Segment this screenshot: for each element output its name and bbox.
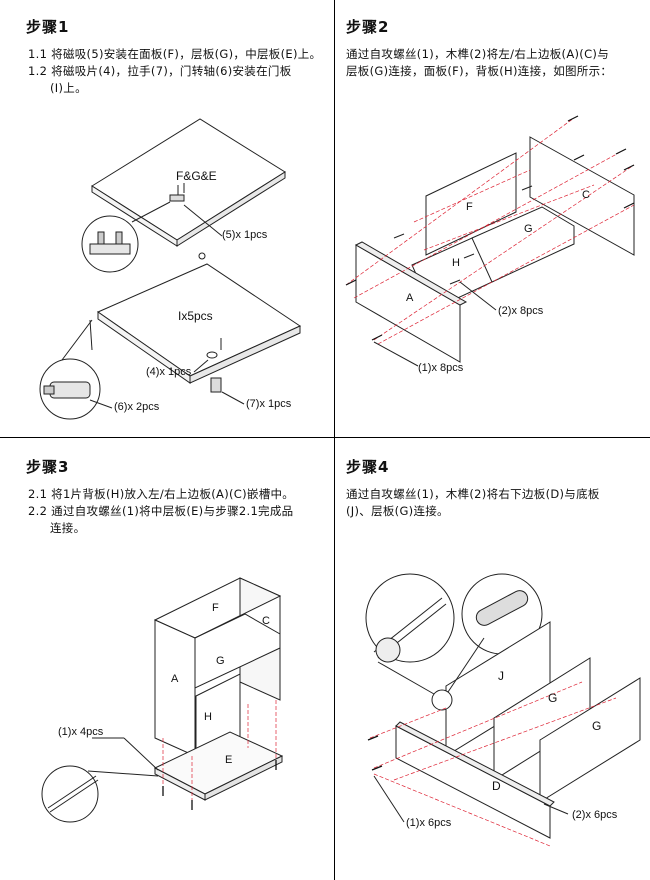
step4-label-screw: (1)x 6pcs [406, 817, 452, 829]
step2-label-f: F [466, 201, 473, 213]
step4-line1: 通过自攻螺丝(1)，木榫(2)将右下边板(D)与底板 [346, 487, 600, 501]
step1-label-plate: (4)x 1pcs [146, 366, 192, 378]
step2-label-c: C [582, 189, 590, 201]
step3-label-h: H [204, 711, 212, 723]
horizontal-divider [0, 437, 650, 438]
step1-title: 步骤1 [26, 18, 70, 36]
step1-label-handle: (7)x 1pcs [246, 398, 292, 410]
step3-label-e: E [225, 754, 232, 766]
step3-label-g: G [216, 655, 225, 667]
step3-label-a: A [171, 673, 179, 685]
step2-label-dowel: (2)x 8pcs [498, 305, 544, 317]
step4-line2: (J)、层板(G)连接。 [346, 504, 449, 518]
step1-diagram: F&G&E (5)x 1pcs Ix5pcs (4)x 1pcs (6)x 2p… [39, 118, 302, 420]
step1-label-magnet: (5)x 1pcs [222, 229, 268, 241]
step2-label-g: G [524, 223, 533, 235]
step1-instructions: 1.1 将磁吸(5)安装在面板(F)，层板(G)，中层板(E)上。 1.2 将磁… [28, 46, 321, 97]
step3-instructions: 2.1 将1片背板(H)放入左/右上边板(A)(C)嵌槽中。 2.2 通过自攻螺… [28, 486, 294, 537]
step4-label-j: J [498, 669, 504, 683]
step4-instructions: 通过自攻螺丝(1)，木榫(2)将右下边板(D)与底板 (J)、层板(G)连接。 [346, 486, 600, 520]
vertical-divider [334, 0, 335, 880]
step1-line2: 1.2 将磁吸片(4)，拉手(7)，门转轴(6)安装在门板 [28, 64, 292, 78]
step1-label-pivot: (6)x 2pcs [114, 401, 160, 413]
step3-line1: 2.1 将1片背板(H)放入左/右上边板(A)(C)嵌槽中。 [28, 487, 295, 501]
step3-line3: 连接。 [50, 521, 86, 535]
step2-line1: 通过自攻螺丝(1)，木榫(2)将左/右上边板(A)(C)与 [346, 47, 609, 61]
step2-label-a: A [406, 292, 414, 304]
step4-title: 步骤4 [346, 458, 390, 476]
step1-line1: 1.1 将磁吸(5)安装在面板(F)，层板(G)，中层板(E)上。 [28, 47, 322, 61]
step3-label-c: C [262, 615, 270, 627]
step2-instructions: 通过自攻螺丝(1)，木榫(2)将左/右上边板(A)(C)与 层板(G)连接，面板… [346, 46, 612, 80]
step2-label-h: H [452, 257, 460, 269]
step1-label-door: Ix5pcs [178, 309, 213, 323]
step4-diagram: J G G D (1)x 6pcs (2)x 6pcs [365, 573, 641, 847]
step3-title: 步骤3 [26, 458, 70, 476]
step2-label-screw: (1)x 8pcs [418, 362, 464, 374]
step4-label-g1: G [548, 691, 557, 705]
step2-title: 步骤2 [346, 18, 390, 36]
step3-line2: 2.2 通过自攻螺丝(1)将中层板(E)与步骤2.1完成品 [28, 504, 294, 518]
step3-label-f: F [212, 602, 219, 614]
step1-line3: (I)上。 [50, 81, 87, 95]
step2-line2: 层板(G)连接，面板(F)，背板(H)连接，如图所示： [346, 64, 613, 78]
step4-label-g2: G [592, 719, 601, 733]
step2-diagram: F G C H A (2)x 8pcs (1)x 8pcs [345, 115, 635, 374]
step1-label-panel: F&G&E [176, 169, 217, 183]
step3-label-screw: (1)x 4pcs [58, 726, 104, 738]
step4-label-d: D [492, 779, 501, 793]
step3-diagram: F C G A H E (1)x 4pcs [41, 577, 284, 823]
step4-label-dowel: (2)x 6pcs [572, 809, 618, 821]
